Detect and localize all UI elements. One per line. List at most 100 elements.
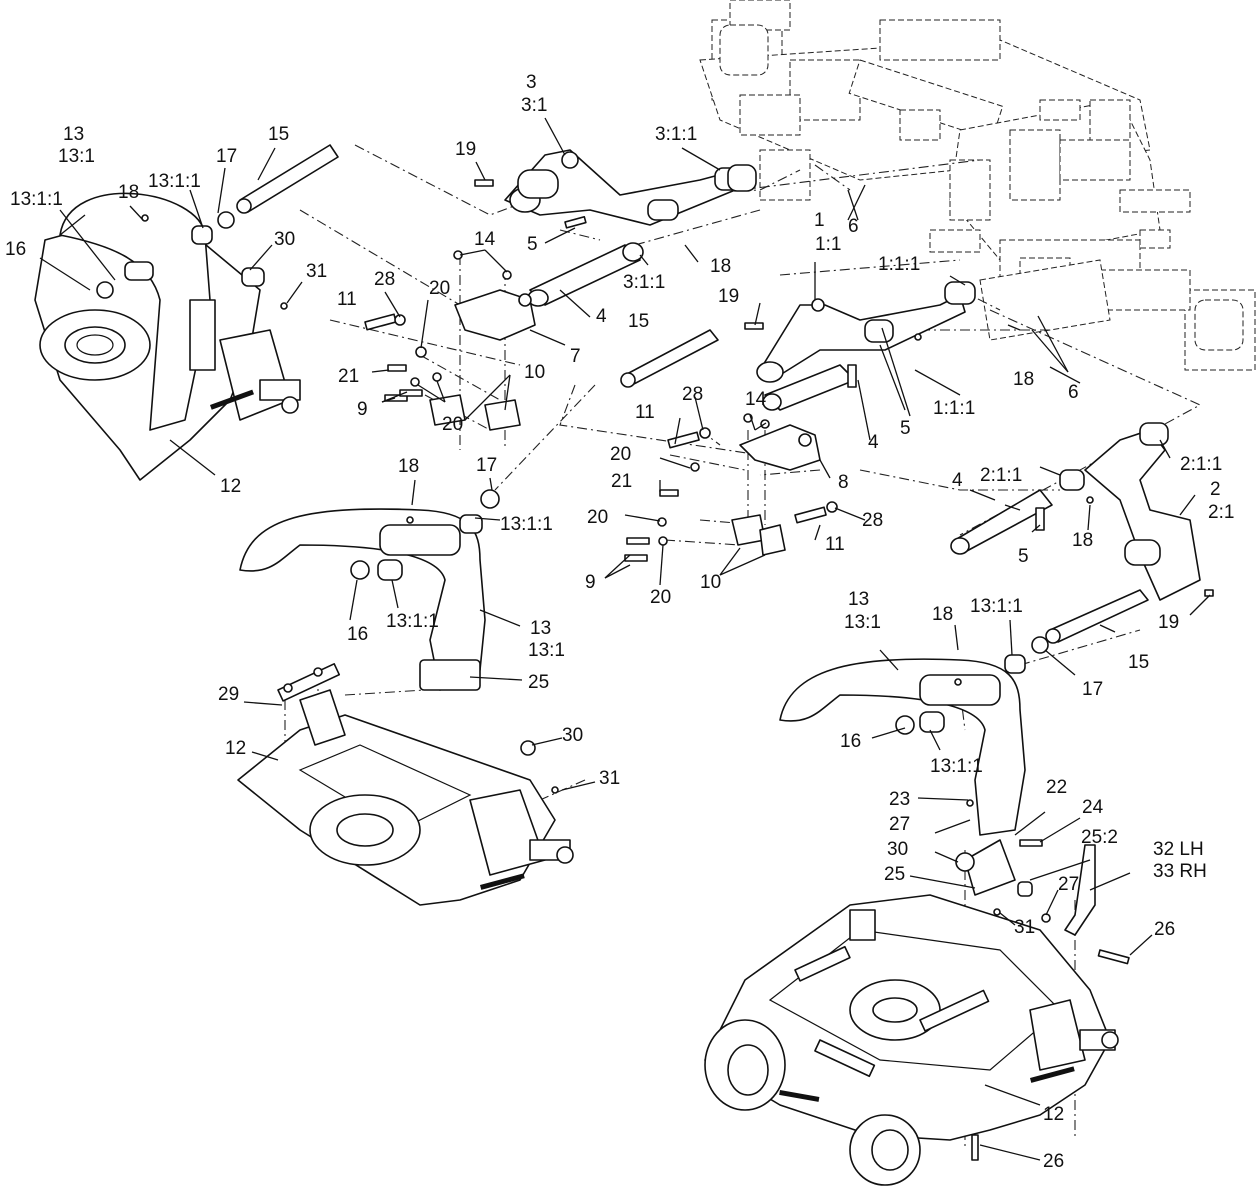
callout-12: 12 <box>1043 1104 1064 1125</box>
callout-14: 14 <box>745 389 767 410</box>
shaft-4-right <box>950 489 1053 555</box>
callout-13-1-1: 13:1:1 <box>148 171 201 192</box>
callout-13: 13 <box>63 124 84 145</box>
callout-31: 31 <box>1014 917 1035 938</box>
callout-12: 12 <box>220 476 241 497</box>
lift-bar-13-middle <box>239 489 500 691</box>
hardware-center <box>624 427 838 562</box>
callout-25-2: 25:2 <box>1081 827 1118 848</box>
callout-15: 15 <box>1128 652 1149 673</box>
callout-3-1-1: 3:1:1 <box>623 272 665 293</box>
bracket-7 <box>429 250 536 431</box>
callout-labels: 3 3:1 3:1:1 19 5 3:1:1 18 6 13 13:1 15 1… <box>5 72 1234 1172</box>
callout-30: 30 <box>562 725 583 746</box>
callout-1-1-1: 1:1:1 <box>933 398 975 419</box>
callout-1-1-1: 1:1:1 <box>878 254 920 275</box>
shaft-4-center <box>762 364 857 411</box>
callout-19: 19 <box>1158 612 1179 633</box>
callout-5: 5 <box>900 418 911 439</box>
shaft-15-center <box>620 329 719 388</box>
callout-28: 28 <box>682 384 703 405</box>
callout-8: 8 <box>838 472 849 493</box>
callout-31: 31 <box>306 261 327 282</box>
callout-21: 21 <box>338 366 359 387</box>
callout-5: 5 <box>527 234 538 255</box>
shaft-4-upper <box>527 216 644 307</box>
lift-arm-1 <box>744 281 976 383</box>
shaft-15-right <box>1004 589 1149 674</box>
callout-25: 25 <box>528 672 549 693</box>
callout-20: 20 <box>442 414 463 435</box>
callout-23: 23 <box>889 789 910 810</box>
callout-26: 26 <box>1154 919 1175 940</box>
callout-15: 15 <box>628 311 649 332</box>
tractor-frame-ghost <box>699 0 1256 371</box>
callout-2-1-1: 2:1:1 <box>980 465 1022 486</box>
callout-18: 18 <box>1072 530 1093 551</box>
callout-11: 11 <box>825 534 845 555</box>
callout-18: 18 <box>710 256 731 277</box>
callout-25: 25 <box>884 864 905 885</box>
callout-6: 6 <box>1068 382 1079 403</box>
lift-arm-3 <box>474 149 757 226</box>
callout-4: 4 <box>596 306 607 327</box>
callout-9: 9 <box>585 572 596 593</box>
callout-18: 18 <box>1013 369 1034 390</box>
bracket-8 <box>731 413 821 556</box>
callout-16: 16 <box>347 624 368 645</box>
callout-1-1: 1:1 <box>815 234 841 255</box>
callout-24: 24 <box>1082 797 1104 818</box>
callout-17: 17 <box>476 455 497 476</box>
callout-31: 31 <box>599 768 620 789</box>
callout-13-1-1: 13:1:1 <box>930 756 983 777</box>
callout-13-1: 13:1 <box>844 612 881 633</box>
callout-15: 15 <box>268 124 289 145</box>
callout-5: 5 <box>1018 546 1029 567</box>
callout-13-1-1: 13:1:1 <box>970 596 1023 617</box>
callout-16: 16 <box>840 731 861 752</box>
callout-16: 16 <box>5 239 26 260</box>
callout-28: 28 <box>374 269 395 290</box>
callout-11: 11 <box>337 289 357 310</box>
callout-17: 17 <box>1082 679 1103 700</box>
deck-lower-right <box>704 894 1119 1186</box>
callout-4: 4 <box>952 470 963 491</box>
callout-13-1: 13:1 <box>58 146 95 167</box>
callout-13-1-1: 13:1:1 <box>386 611 439 632</box>
callout-2-1-1: 2:1:1 <box>1180 454 1222 475</box>
callout-30: 30 <box>274 229 295 250</box>
callout-13-1-1: 13:1:1 <box>10 189 63 210</box>
callout-9: 9 <box>357 399 368 420</box>
callout-13-1: 13:1 <box>528 640 565 661</box>
callout-3-1-1: 3:1:1 <box>655 124 697 145</box>
callout-7: 7 <box>570 346 581 367</box>
callout-27: 27 <box>889 814 910 835</box>
callout-11: 11 <box>635 402 655 423</box>
callout-33-rh: 33 RH <box>1153 861 1207 882</box>
callout-32-lh: 32 LH <box>1153 839 1204 860</box>
callout-17: 17 <box>216 146 237 167</box>
callout-20: 20 <box>429 278 450 299</box>
callout-19: 19 <box>718 286 739 307</box>
hardware-left <box>364 313 442 402</box>
shaft-15-left <box>141 144 339 310</box>
callout-10: 10 <box>524 362 545 383</box>
callout-1: 1 <box>814 210 825 231</box>
callout-28: 28 <box>862 510 883 531</box>
lift-bar-13-right <box>779 658 1043 916</box>
callout-10: 10 <box>700 572 721 593</box>
callout-27: 27 <box>1058 874 1079 895</box>
callout-21: 21 <box>611 471 632 492</box>
callout-30: 30 <box>887 839 908 860</box>
callout-20: 20 <box>587 507 608 528</box>
callout-18: 18 <box>118 182 139 203</box>
callout-3: 3 <box>526 72 537 93</box>
callout-2: 2 <box>1210 479 1221 500</box>
callout-12: 12 <box>225 738 246 759</box>
callout-6: 6 <box>848 216 859 237</box>
callout-13-1-1: 13:1:1 <box>500 514 553 535</box>
callout-20: 20 <box>650 587 671 608</box>
callout-18: 18 <box>398 456 419 477</box>
deck-middle <box>237 662 574 906</box>
